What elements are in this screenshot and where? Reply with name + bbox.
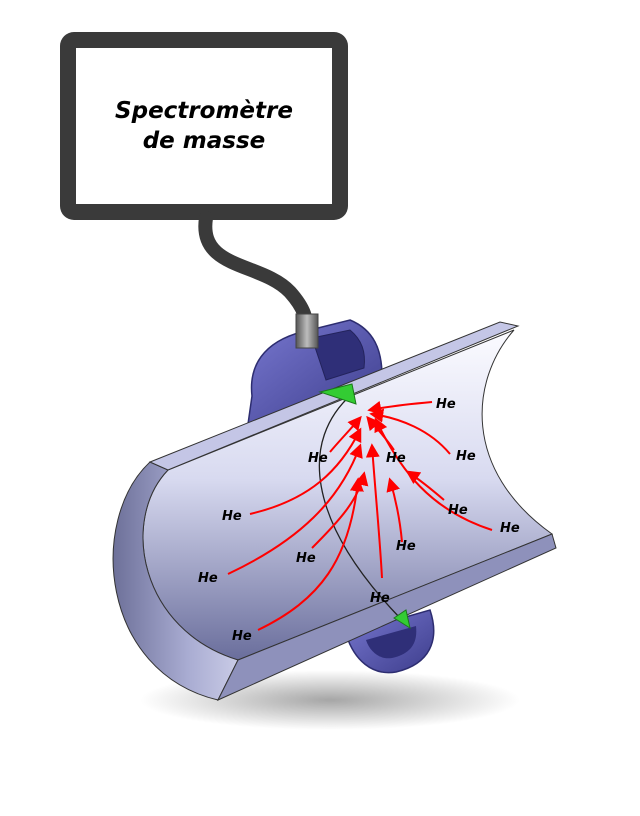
- he-label: He: [456, 449, 476, 464]
- he-arrow: [386, 477, 403, 543]
- he-label: He: [198, 571, 218, 586]
- he-label: He: [396, 539, 416, 554]
- he-arrow: [405, 470, 445, 501]
- he-arrow: [365, 443, 383, 579]
- mass-spectrometer-box: Spectromètre de masse: [60, 32, 348, 220]
- he-arrow: [366, 415, 395, 451]
- he-label: He: [296, 551, 316, 566]
- he-label: He: [386, 451, 406, 466]
- he-label: He: [370, 591, 390, 606]
- upper-seal: [318, 383, 357, 405]
- he-arrow: [257, 477, 364, 631]
- probe-tube: [295, 313, 319, 349]
- he-arrow: [329, 415, 362, 453]
- helium-labels: He He He He He He He He He He He He: [198, 397, 520, 644]
- he-label: He: [308, 451, 328, 466]
- weld-seam: [318, 393, 401, 619]
- spectrometer-label-line2: de masse: [142, 128, 266, 154]
- he-arrow: [227, 443, 363, 575]
- pipe-bottom-rim: [216, 533, 557, 702]
- he-label: He: [448, 503, 468, 518]
- helium-arrows: [227, 400, 493, 631]
- he-label: He: [436, 397, 456, 412]
- spectrometer-label-line1: Spectromètre: [115, 98, 293, 124]
- he-label: He: [222, 509, 242, 524]
- he-arrow: [374, 417, 493, 531]
- cable: [198, 211, 313, 333]
- he-label: He: [232, 629, 252, 644]
- lower-seal: [393, 609, 411, 630]
- he-arrow: [369, 408, 451, 455]
- he-label: He: [500, 521, 520, 536]
